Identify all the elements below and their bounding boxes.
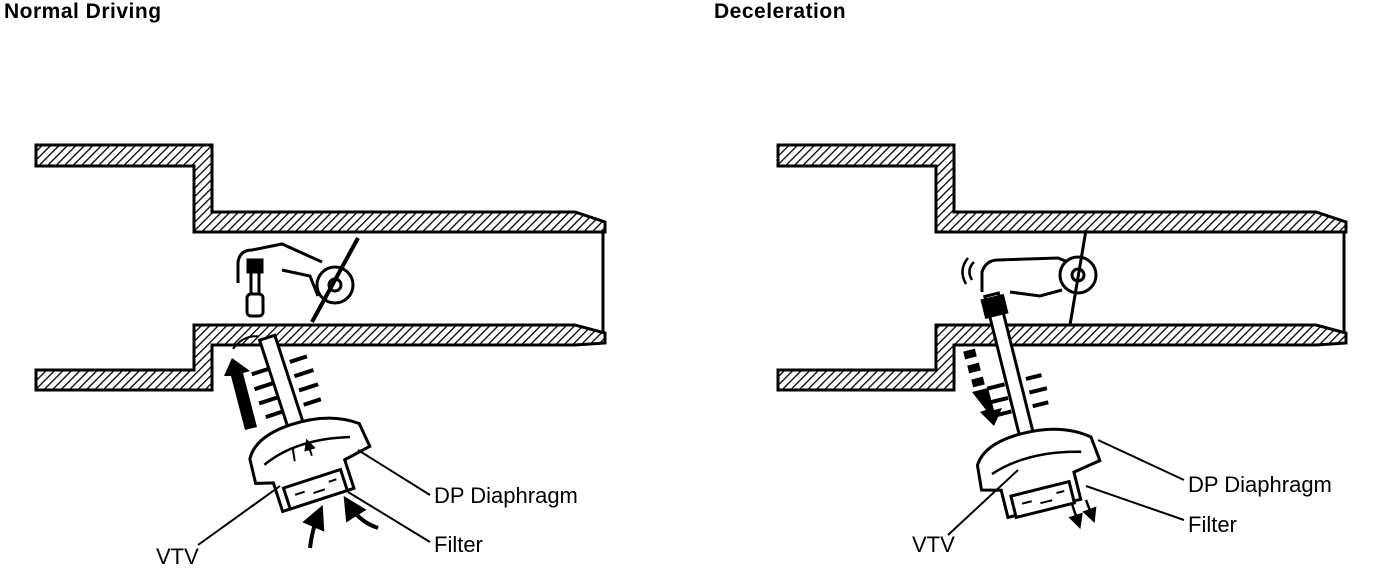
panel-title-normal-driving: Normal Driving (4, 0, 162, 23)
dp-unit (232, 333, 372, 514)
deceleration-diagram: DP Diaphragm Filter VTV (776, 143, 1348, 557)
throttle-lever-right (961, 229, 1098, 326)
label-dp-diaphragm-right: DP Diaphragm (1188, 472, 1332, 497)
dp-unit-right (975, 291, 1102, 520)
label-dp-diaphragm-left: DP Diaphragm (434, 483, 578, 508)
label-filter-left: Filter (434, 532, 483, 557)
label-vtv-left: VTV (156, 544, 199, 568)
label-vtv-right: VTV (912, 532, 955, 557)
label-filter-right: Filter (1188, 512, 1237, 537)
throttle-lever (236, 237, 360, 323)
panel-title-deceleration: Deceleration (714, 0, 847, 23)
intake-upper-wall-right (776, 143, 1348, 234)
normal-driving-diagram: DP Diaphragm Filter VTV (34, 143, 607, 568)
intake-lower-wall (34, 323, 607, 392)
intake-lower-wall-right (776, 323, 1348, 392)
intake-upper-wall (34, 143, 607, 234)
up-arrow (224, 358, 257, 430)
down-arrow (963, 348, 1002, 426)
